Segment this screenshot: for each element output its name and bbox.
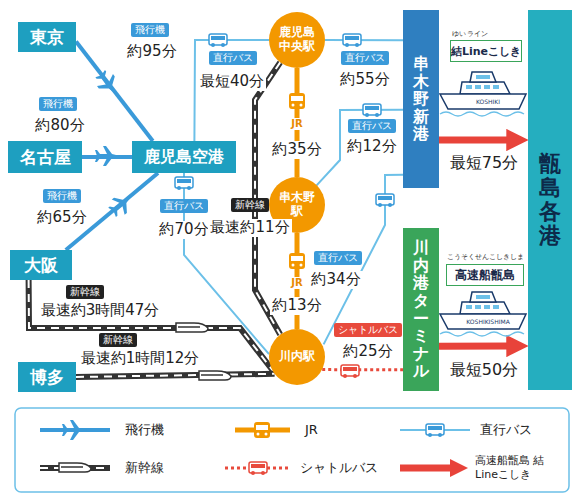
- route-connector: [325, 40, 403, 41]
- port-band: 川内港ターミナル: [403, 228, 439, 391]
- route-connector: [322, 369, 403, 370]
- node-text: 甑島各港: [539, 152, 561, 249]
- node-text: 串木野新港: [413, 55, 429, 143]
- connector-line: [322, 368, 403, 371]
- legend-text: 新幹線: [125, 460, 164, 476]
- airport-box: 鹿児島空港: [132, 141, 236, 173]
- legend-text: 直行バス: [480, 422, 532, 438]
- mode-badge: 新幹線: [231, 198, 269, 213]
- mode-badge: 飛行機: [131, 23, 169, 38]
- connector-line: [325, 39, 403, 41]
- mode-badge: 直行バス: [341, 51, 389, 66]
- edge-label: 最速約1時間12分: [79, 350, 202, 367]
- edge-label: 約95分: [125, 43, 178, 60]
- node-text: 名古屋: [20, 146, 71, 169]
- node-text: 鹿児島空港: [144, 147, 224, 168]
- node-text: 東京: [30, 26, 64, 49]
- node-text: 串木野駅: [278, 191, 316, 219]
- mode-badge: 直行バス: [160, 199, 208, 214]
- node-text: 川内港ターミナル: [413, 239, 429, 380]
- node-text: 鹿児島中央駅: [278, 26, 316, 54]
- ship-name: KOSHIKISHIMA: [466, 318, 510, 326]
- legend-text: 飛行機: [125, 422, 164, 438]
- connector-line: [29, 280, 274, 371]
- node-text: 結Lineこしき: [451, 44, 521, 59]
- mode-badge: JR: [289, 277, 304, 290]
- edge-label: 約34分: [309, 271, 362, 288]
- route-connector: [29, 280, 274, 371]
- ruby-text: ライン: [467, 30, 488, 39]
- node-text: 大阪: [24, 254, 58, 277]
- city-box: 博多: [18, 362, 76, 392]
- node-text: 高速船甑島: [455, 267, 515, 284]
- connector-line: [76, 374, 275, 377]
- route-connector: [439, 139, 513, 140]
- route-connector: [439, 346, 513, 347]
- edge-label: 約35分: [270, 141, 323, 158]
- mode-badge: 直行バス: [209, 51, 257, 66]
- node-text: 博多: [30, 366, 64, 389]
- edge-label: 約12分: [345, 138, 398, 155]
- edge-label: 約70分: [157, 221, 210, 238]
- edge-label: 約55分: [338, 71, 391, 88]
- edge-label: 約13分: [270, 297, 323, 314]
- route-connector: [76, 374, 275, 377]
- connector-line: [439, 136, 513, 143]
- legend-text: 高速船甑島 結Lineこしき: [475, 454, 561, 482]
- connector-line: [76, 374, 275, 377]
- edge-label: 最短75分: [448, 154, 520, 172]
- edge-label: 最速約11分: [208, 219, 291, 236]
- legend-text: シャトルバス: [300, 460, 378, 476]
- legend-text: JR: [305, 422, 318, 438]
- ship-name: KOSHIKI: [476, 98, 500, 106]
- node-text: 川内駅: [279, 350, 315, 364]
- ruby-text: こうそくせんこしきしま: [447, 253, 524, 262]
- edge-label: 最短50分: [448, 361, 520, 379]
- mode-badge: 新幹線: [66, 285, 104, 300]
- mode-badge: 直行バス: [314, 251, 362, 266]
- mode-badge: 飛行機: [39, 97, 77, 112]
- mode-badge: シャトルバス: [334, 323, 402, 338]
- port-band: 串木野新港: [403, 10, 439, 188]
- station-circle: 鹿児島中央駅: [269, 12, 325, 68]
- mode-badge: 新幹線: [99, 333, 137, 348]
- city-box: 東京: [18, 22, 76, 52]
- city-box: 大阪: [10, 250, 72, 280]
- connector-line: [29, 280, 274, 371]
- city-box: 名古屋: [8, 141, 82, 173]
- edge-label: 約65分: [35, 209, 88, 226]
- mode-badge: JR: [289, 118, 304, 131]
- edge-label: 最速約3時間47分: [39, 302, 162, 319]
- destination-band: 甑島各港: [528, 10, 572, 390]
- station-circle: 川内駅: [269, 329, 325, 385]
- edge-label: 約25分: [341, 343, 394, 360]
- mode-badge: 飛行機: [43, 189, 81, 204]
- ship-name-box: 高速船甑島: [446, 264, 524, 286]
- connector-line: [439, 343, 513, 350]
- ruby-text: ゆい: [452, 30, 466, 39]
- edge-label: 最短40分: [198, 73, 266, 90]
- ship-name-box: 結Lineこしき: [450, 40, 522, 62]
- edge-label: 約80分: [33, 117, 86, 134]
- mode-badge: 直行バス: [348, 119, 396, 134]
